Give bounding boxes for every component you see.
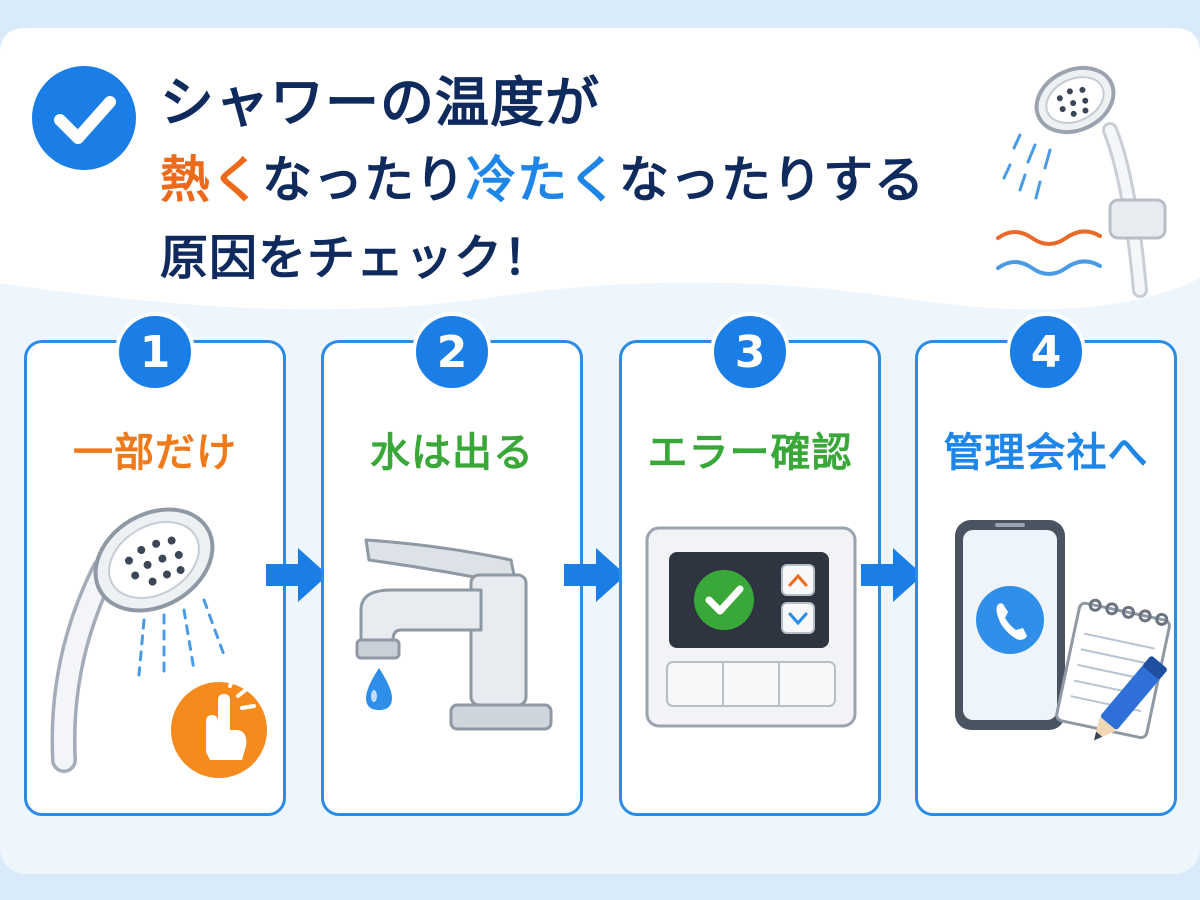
- step-label-4: 管理会社へ: [943, 430, 1149, 476]
- title-line-3: 原因をチェック！: [160, 230, 553, 286]
- step-number-1: 1: [115, 312, 195, 392]
- step-number-2: 2: [412, 312, 492, 392]
- step-number-3: 3: [710, 312, 790, 392]
- phone-memo-icon: [955, 520, 1171, 741]
- step-label-2: 水は出る: [370, 430, 534, 476]
- arrow-right-icon: [564, 548, 626, 602]
- title-line-2: 熱くなったり冷たくなったりする: [160, 140, 925, 212]
- faucet-icon: [355, 538, 553, 731]
- step-label-1: 一部だけ: [73, 430, 237, 476]
- header-wave-background: [0, 28, 1200, 310]
- title-hot-word: 熱く: [160, 151, 262, 209]
- title-line-2-part-1: なったり: [262, 151, 466, 209]
- arrow-right-icon: [861, 548, 923, 602]
- title-line-2-part-2: なったりする: [619, 151, 925, 209]
- title-line-1: シャワーの温度が: [160, 71, 600, 134]
- shower-temperature-icon: [996, 65, 1167, 298]
- check-circle-icon: [32, 66, 136, 170]
- title-cold-word: 冷たく: [466, 151, 619, 209]
- water-heater-remote-icon: [645, 526, 857, 728]
- step-label-3: エラー確認: [647, 430, 853, 476]
- arrow-right-icon: [266, 548, 328, 602]
- step-number-4: 4: [1006, 312, 1086, 392]
- step-card-2: [321, 340, 583, 816]
- shower-head-tap-icon: [50, 507, 267, 778]
